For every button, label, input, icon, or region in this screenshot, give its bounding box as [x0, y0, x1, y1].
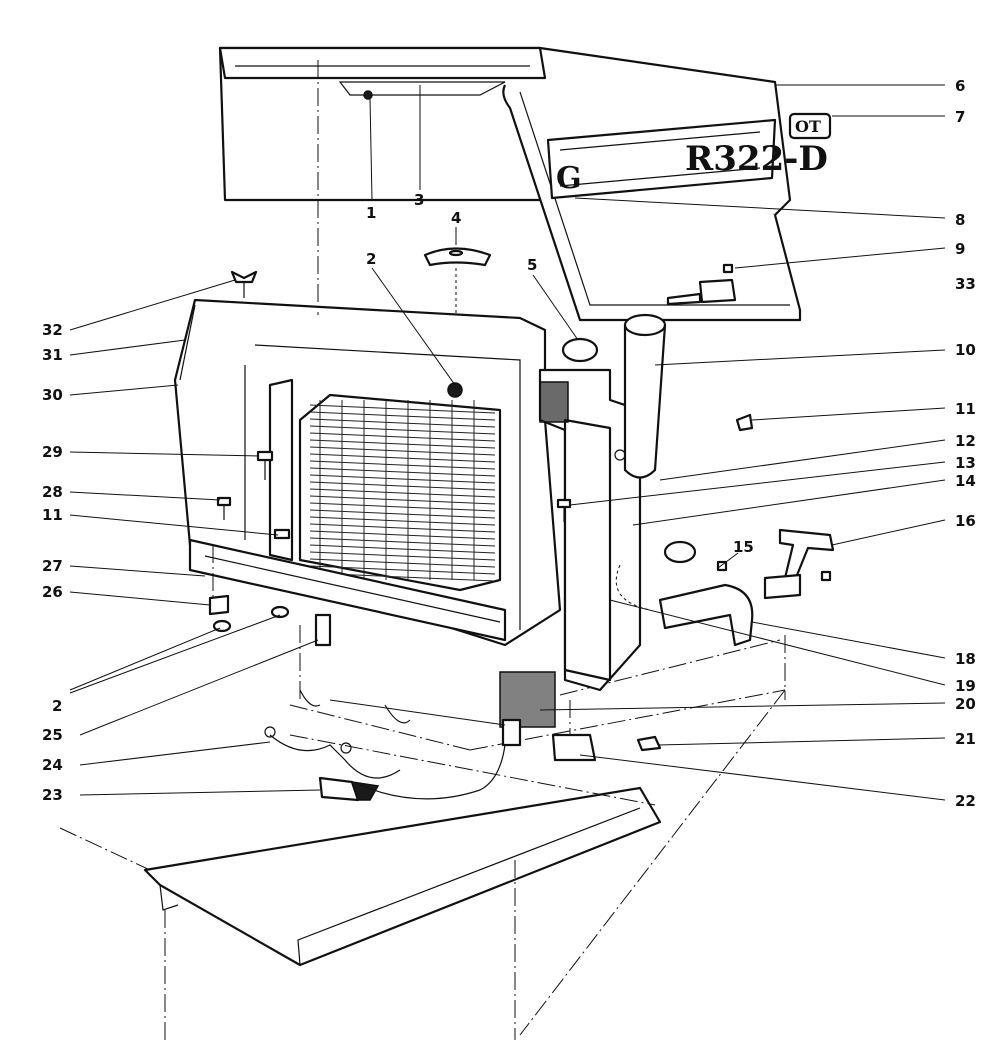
- hood-badge: OT: [788, 112, 832, 140]
- callout-11-right: 11: [955, 400, 976, 418]
- callout-31: 31: [42, 346, 63, 364]
- grille-fin: [309, 460, 496, 470]
- callout-16: 16: [955, 512, 976, 530]
- callout-6: 6: [955, 77, 965, 95]
- decal-model-text: R322-D: [685, 139, 828, 179]
- radiator-grille: [309, 400, 496, 582]
- fan-housing: [499, 337, 653, 728]
- grille-fin: [309, 502, 496, 512]
- grille-fin: [309, 558, 496, 568]
- grille-fin: [309, 509, 496, 519]
- chassis-frame: [59, 625, 786, 1040]
- callout-23: 23: [42, 786, 63, 804]
- callout-26: 26: [42, 583, 63, 601]
- radiator-core: [298, 393, 502, 592]
- grille-fin: [309, 488, 496, 498]
- hood-bracket: [698, 278, 737, 304]
- callout-12: 12: [955, 432, 976, 450]
- callout-3: 3: [414, 191, 424, 209]
- grille-fin: [309, 404, 496, 414]
- grille-fin: [309, 516, 496, 526]
- grille-fin: [309, 439, 496, 449]
- decal-letter-g: G: [556, 161, 582, 196]
- hood-stud: [363, 90, 373, 100]
- callout-32: 32: [42, 321, 63, 339]
- callout-10: 10: [955, 341, 976, 359]
- callout-28: 28: [42, 483, 63, 501]
- callout-11-left: 11: [42, 506, 63, 524]
- grille-fin: [309, 551, 496, 561]
- callout-21: 21: [955, 730, 976, 748]
- hood: G R322-D OT: [218, 46, 832, 322]
- grille-fin: [309, 530, 496, 540]
- callout-4: 4: [451, 209, 461, 227]
- callout-20: 20: [955, 695, 976, 713]
- grille-fin: [309, 537, 496, 547]
- callout-9: 9: [955, 240, 965, 258]
- grille-fin: [309, 432, 496, 442]
- grille-fin: [309, 474, 496, 484]
- callout-1: 1: [366, 204, 376, 222]
- grille-fin: [309, 481, 496, 491]
- callout-33: 33: [955, 275, 976, 293]
- callout-29: 29: [42, 443, 63, 461]
- wing-nut: [230, 270, 258, 298]
- grille-fin: [309, 565, 496, 575]
- callout-13: 13: [955, 454, 976, 472]
- grille-fin: [309, 544, 496, 554]
- grille-fin: [309, 446, 496, 456]
- grille-fin: [309, 467, 496, 477]
- grille-fin: [309, 411, 496, 421]
- filter-pad: [499, 671, 556, 728]
- grille-fin: [309, 453, 496, 463]
- mount-block: [551, 733, 597, 762]
- callout-labels: 1 2 2 3 4 5 6 7 8 9 10 11 11 12 13 14 15…: [42, 77, 976, 810]
- grille-fin: [309, 425, 496, 435]
- latch-handle: [763, 528, 835, 600]
- badge-text: OT: [795, 117, 821, 136]
- leader-lines: [69, 84, 946, 801]
- callout-15: 15: [733, 538, 754, 556]
- callout-24: 24: [42, 756, 63, 774]
- grille-fin: [309, 418, 496, 428]
- callout-19: 19: [955, 677, 976, 695]
- radiator-cap-nut: [447, 382, 463, 398]
- callout-18: 18: [955, 650, 976, 668]
- callout-25: 25: [42, 726, 63, 744]
- callout-2-top: 2: [366, 250, 376, 268]
- callout-27: 27: [42, 557, 63, 575]
- grille-fin: [309, 523, 496, 533]
- callout-22: 22: [955, 792, 976, 810]
- callout-8: 8: [955, 211, 965, 229]
- grille-fin: [309, 495, 496, 505]
- hood-decal: G R322-D: [546, 118, 828, 200]
- callout-30: 30: [42, 386, 63, 404]
- hose-clamp: [561, 337, 599, 363]
- callout-2-bottom: 2: [52, 697, 62, 715]
- callout-7: 7: [955, 108, 965, 126]
- callout-14: 14: [955, 472, 976, 490]
- radiator-shroud: [173, 298, 562, 647]
- reference-lines: [212, 60, 571, 735]
- callout-5: 5: [527, 256, 537, 274]
- upper-hose: [623, 313, 667, 479]
- lower-hose: [615, 540, 754, 647]
- drain-plug: [264, 689, 506, 802]
